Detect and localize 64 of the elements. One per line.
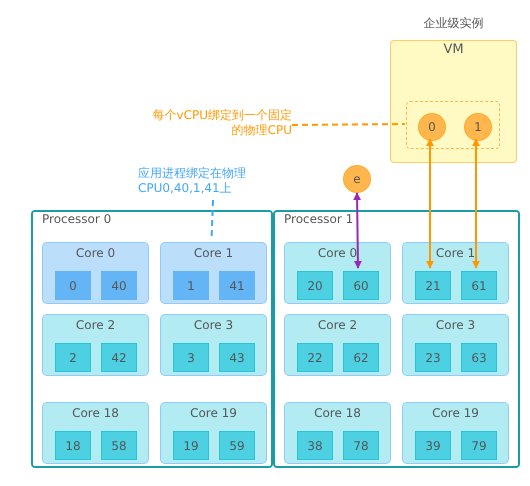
arrow <box>472 138 480 269</box>
thread-box: 1 <box>173 271 209 300</box>
processor-box <box>31 210 273 468</box>
thread-box: 58 <box>101 431 137 460</box>
thread-box: 40 <box>101 271 137 300</box>
annotation-text: 应用进程绑定在物理CPU0,40,1,41上 <box>138 166 288 200</box>
thread-box: 63 <box>461 343 497 372</box>
processor-box <box>273 210 520 468</box>
core-box <box>160 314 267 376</box>
thread-box: 19 <box>173 431 209 460</box>
core-label: Core 1 <box>192 246 234 260</box>
leader-line <box>292 123 406 126</box>
core-box <box>160 242 267 304</box>
thread-box: 43 <box>219 343 255 372</box>
core-box <box>402 314 509 376</box>
core-box <box>42 402 149 464</box>
thread-box: 42 <box>101 343 137 372</box>
core-box <box>284 242 391 304</box>
core-label: Core 2 <box>316 318 358 332</box>
core-label: Core 1 <box>434 246 476 260</box>
thread-box: 22 <box>297 343 333 372</box>
dashed-group-box <box>406 101 500 149</box>
cpu-circle: 1 <box>464 113 492 141</box>
thread-box: 18 <box>55 431 91 460</box>
core-box <box>402 402 509 464</box>
annotation-text: 每个vCPU绑定到一个固定的物理CPU <box>150 108 292 142</box>
box-title: VM <box>442 42 465 57</box>
core-label: Core 0 <box>316 246 358 260</box>
core-label: Core 3 <box>192 318 234 332</box>
thread-box: 41 <box>219 271 255 300</box>
thread-box: 39 <box>415 431 451 460</box>
core-label: Core 18 <box>71 406 120 420</box>
core-box <box>42 314 149 376</box>
thread-box: 20 <box>297 271 333 300</box>
core-box <box>402 242 509 304</box>
cpu-circle: e <box>343 165 371 193</box>
core-box <box>42 242 149 304</box>
thread-box: 61 <box>461 271 497 300</box>
processor-label: Processor 1 <box>284 212 354 226</box>
thread-box: 3 <box>173 343 209 372</box>
core-label: Core 19 <box>189 406 238 420</box>
processor-label: Processor 0 <box>42 212 112 226</box>
thread-box: 60 <box>343 271 379 300</box>
core-label: Core 18 <box>313 406 362 420</box>
thread-box: 21 <box>415 271 451 300</box>
thread-box: 78 <box>343 431 379 460</box>
core-label: Core 0 <box>74 246 116 260</box>
thread-box: 62 <box>343 343 379 372</box>
core-box <box>284 314 391 376</box>
core-box <box>160 402 267 464</box>
thread-box: 79 <box>461 431 497 460</box>
thread-box: 23 <box>415 343 451 372</box>
arrow <box>353 192 362 269</box>
core-label: Core 3 <box>434 318 476 332</box>
core-box <box>284 402 391 464</box>
thread-box: 0 <box>55 271 91 300</box>
thread-box: 2 <box>55 343 91 372</box>
heading: 企业级实例 <box>422 15 484 32</box>
cpu-circle: 0 <box>418 113 446 141</box>
thread-box: 59 <box>219 431 255 460</box>
core-label: Core 2 <box>74 318 116 332</box>
core-label: Core 19 <box>431 406 480 420</box>
arrow <box>426 138 434 269</box>
thread-box: 38 <box>297 431 333 460</box>
